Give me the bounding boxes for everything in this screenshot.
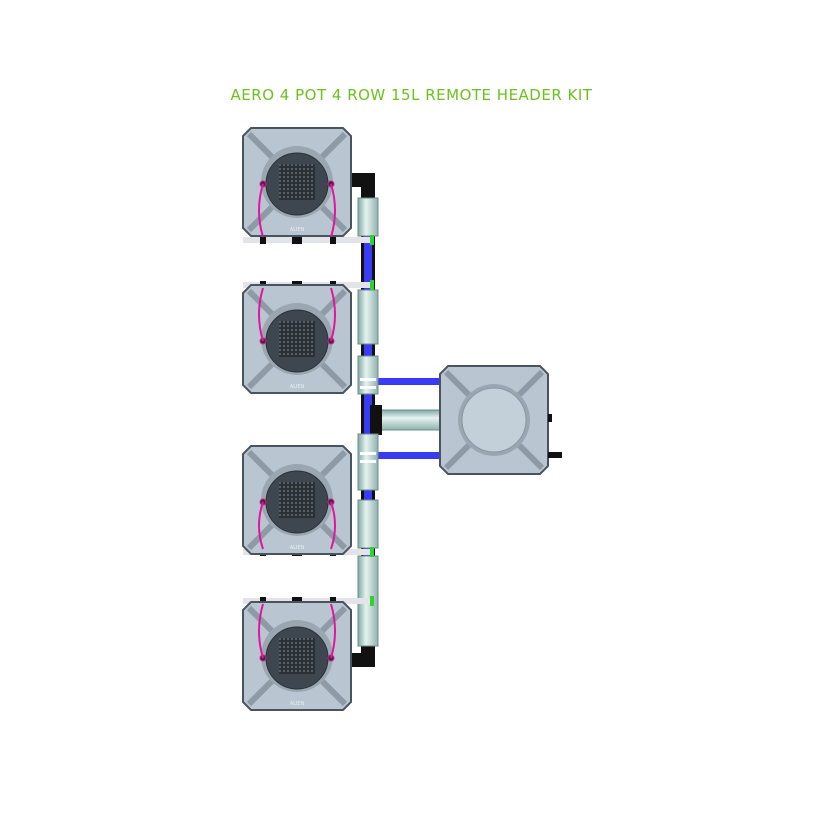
blue-line-upper <box>372 378 442 385</box>
pot-label: ALIEN <box>290 384 305 390</box>
drip-line <box>258 183 264 238</box>
drip-line <box>258 501 264 550</box>
pot-ridges <box>246 605 348 707</box>
mesh-basket <box>279 164 315 200</box>
drip-line <box>330 287 336 342</box>
lateral-clip <box>330 236 336 244</box>
mesh-basket <box>279 638 315 674</box>
pot-4: ALIEN <box>242 601 352 711</box>
green-connector <box>370 596 374 606</box>
mesh-basket <box>279 321 315 357</box>
green-connector <box>370 235 374 245</box>
manifold-sleeve <box>357 289 379 345</box>
sleeve-band <box>360 378 376 381</box>
header-pipe <box>379 409 443 431</box>
drip-lateral <box>243 235 374 245</box>
pot-ridges <box>246 449 348 551</box>
drip-line <box>330 603 336 659</box>
manifold-sleeve <box>357 355 379 395</box>
pot-3: ALIEN <box>242 445 352 555</box>
drip-line <box>258 287 264 342</box>
pot-1: ALIEN <box>242 127 352 237</box>
header-tank <box>439 365 549 475</box>
pot-ridges <box>246 131 348 233</box>
green-connector <box>370 280 374 290</box>
lateral-clip <box>292 236 302 244</box>
drip-line <box>258 603 264 659</box>
blue-line-lower <box>372 452 442 459</box>
sleeve-band <box>360 386 376 389</box>
drip-lateral-pipe <box>243 237 371 243</box>
green-connector <box>370 547 374 557</box>
tank-ridges <box>443 369 545 471</box>
sleeve-band <box>360 460 376 463</box>
tank-fitting <box>548 414 552 422</box>
tank-lid <box>461 387 527 453</box>
diagram-title: AERO 4 POT 4 ROW 15L REMOTE HEADER KIT <box>230 86 593 104</box>
sleeve-band <box>360 452 376 455</box>
pot-label: ALIEN <box>290 701 305 707</box>
blue-feed-pipe <box>364 236 372 606</box>
manifold-sleeve <box>357 197 379 237</box>
tank-outlet <box>548 452 562 458</box>
manifold-sleeve <box>357 499 379 549</box>
pot-ridges <box>246 288 348 390</box>
pot-label: ALIEN <box>290 227 305 233</box>
drip-line <box>330 501 336 550</box>
lateral-clip <box>260 236 266 244</box>
pot-2: ALIEN <box>242 284 352 394</box>
drip-line <box>330 183 336 238</box>
header-pipe-fitting <box>370 405 382 435</box>
mesh-basket <box>279 482 315 518</box>
pot-label: ALIEN <box>290 545 305 551</box>
